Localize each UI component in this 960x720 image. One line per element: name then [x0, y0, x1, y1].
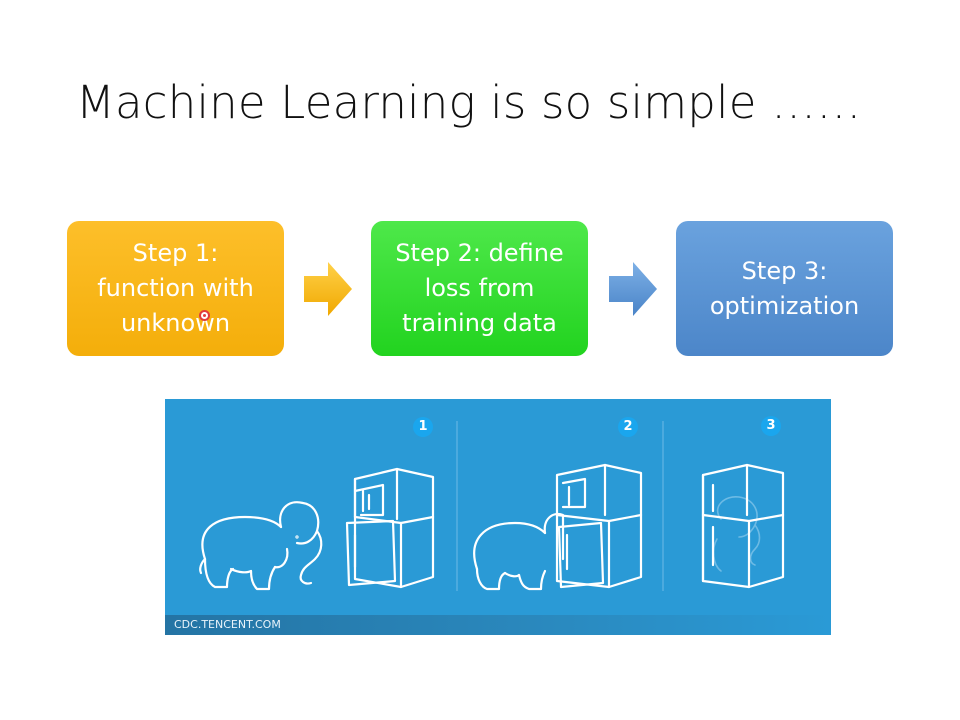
pointer-cursor-icon: [199, 310, 210, 321]
fridge-icon: [701, 463, 785, 589]
step-badge-1: 1: [413, 417, 433, 437]
step-1-box: Step 1: function with unknown: [67, 221, 284, 356]
slide-title: Machine Learning is so simple ……: [76, 76, 862, 129]
credit-text: CDC.TENCENT.COM: [174, 618, 281, 631]
elephant-icon: [199, 501, 323, 591]
step-3-box: Step 3: optimization: [676, 221, 893, 356]
step-3-label: Step 3: optimization: [709, 256, 860, 320]
fridge-icon: [345, 467, 435, 589]
right-arrow-icon: [609, 262, 657, 316]
step-2-label: Step 2: define loss from training data: [395, 239, 564, 337]
fridge-icon: [555, 463, 643, 589]
illustration-drawing: [199, 421, 785, 591]
elephant-icon: [473, 512, 565, 591]
elephant-icon: [712, 496, 761, 572]
step-1-label: Step 1: function with unknown: [97, 239, 254, 337]
step-2-box: Step 2: define loss from training data: [371, 221, 588, 356]
elephant-fridge-illustration: 1 2 3 CDC.TENCENT.COM: [165, 399, 831, 635]
step-badge-2: 2: [618, 417, 638, 437]
right-arrow-icon: [304, 262, 352, 316]
step-badge-3: 3: [761, 416, 781, 436]
credit-bar: CDC.TENCENT.COM: [165, 615, 831, 635]
